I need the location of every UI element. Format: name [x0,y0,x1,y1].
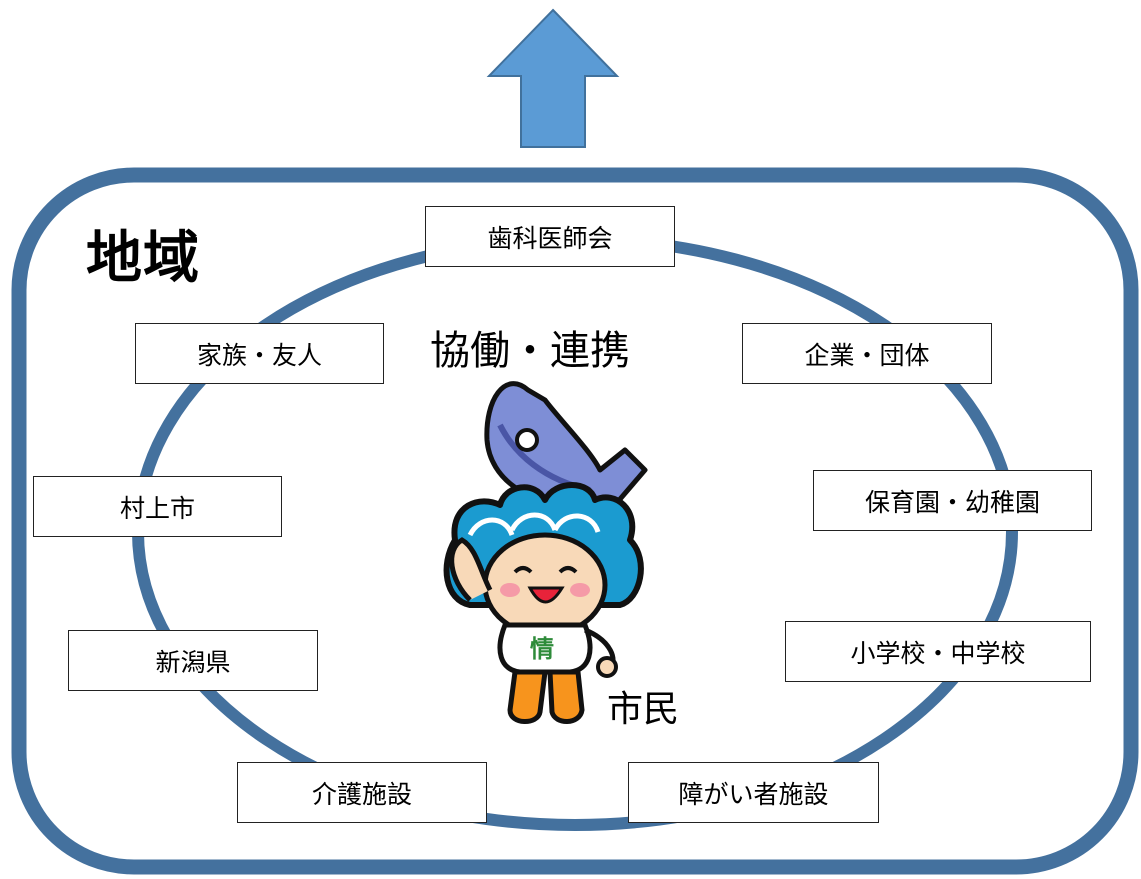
mascot-shirt-char: 情 [530,635,554,663]
region-title: 地域 [86,226,200,291]
up-arrow-icon [486,8,620,148]
stakeholder-nursery: 保育園・幼稚園 [813,470,1092,531]
stakeholder-family: 家族・友人 [135,323,384,384]
stakeholder-prefecture: 新潟県 [68,630,318,691]
mascot-icon: 情 [443,381,648,724]
citizen-label: 市民 [607,689,680,730]
stakeholder-city: 村上市 [33,476,282,537]
stakeholder-school: 小学校・中学校 [785,621,1091,682]
stakeholder-company: 企業・団体 [742,323,992,384]
stakeholder-disability: 障がい者施設 [628,762,879,823]
region-frame [11,167,1139,875]
cooperation-title: 協働・連携 [430,328,630,374]
stakeholder-dental: 歯科医師会 [425,206,675,267]
stakeholder-care: 介護施設 [237,762,487,823]
